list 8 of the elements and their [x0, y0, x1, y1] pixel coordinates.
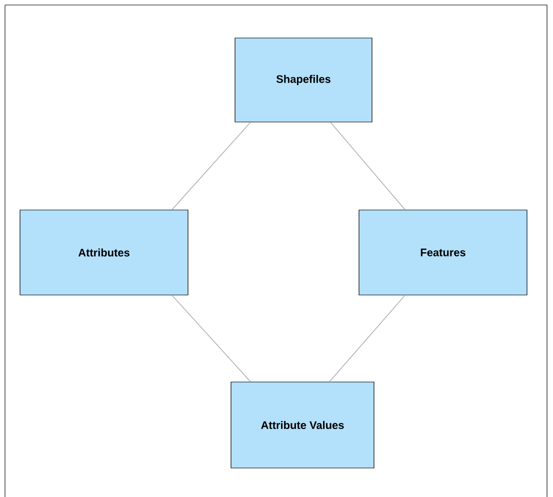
- process-box: Attribute Values: [230, 382, 374, 468]
- connector-line: [172, 122, 251, 210]
- process-box: Attributes: [20, 210, 188, 296]
- process-box: Shapefiles: [234, 38, 372, 122]
- connector-line: [329, 294, 406, 382]
- connector-line: [330, 122, 406, 210]
- process-box: Features: [358, 210, 528, 296]
- connector-line: [172, 294, 251, 382]
